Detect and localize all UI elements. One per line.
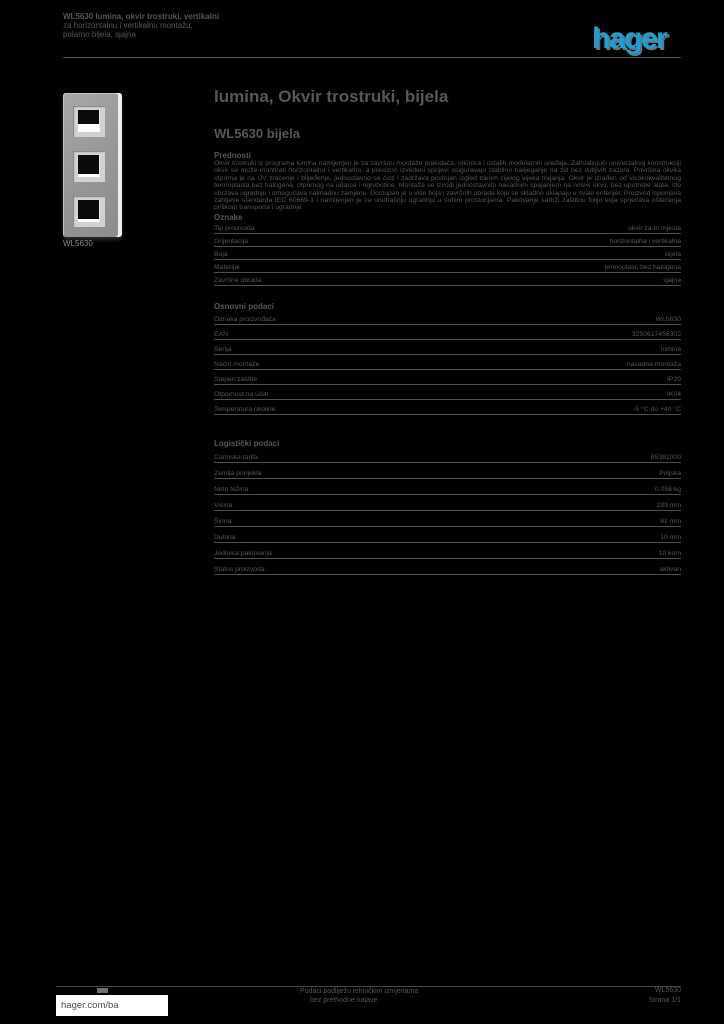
- spec-label: Orijentacija: [214, 238, 248, 245]
- spec-row: Neto težina 0,058 kg: [214, 479, 681, 495]
- spec-row: EAN 3250617456302: [214, 325, 681, 340]
- spec-row: Dubina 10 mm: [214, 527, 681, 543]
- spec-label: Materijal: [214, 264, 240, 271]
- spec-value: 10 kom: [658, 550, 681, 557]
- spec-label: Stepen zaštite: [214, 376, 258, 383]
- spec-row: Status proizvoda aktivan: [214, 559, 681, 575]
- header-line1: WL5630 lumina, okvir trostruki, vertikal…: [63, 12, 220, 21]
- spec-label: Serija: [214, 346, 232, 353]
- spec-row: Način montaže nasadna montaža: [214, 355, 681, 370]
- spec-value: 85381000: [650, 454, 681, 461]
- section-header-logistic-data: Logistički podaci: [214, 439, 280, 448]
- spec-label: Otpornost na udar: [214, 391, 269, 398]
- spec-value: 10 mm: [660, 534, 681, 541]
- header-line2: za horizontalnu i vertikalnu montažu,: [63, 21, 193, 30]
- spec-label: Širina: [214, 518, 232, 525]
- spec-value: WL5630: [655, 316, 681, 323]
- spec-row: Temperatura okoline -5 °C do +40 °C: [214, 400, 681, 415]
- footer-notice-line1: Podaci podliježu tehničkim izmjenama: [300, 988, 419, 995]
- header-divider: [63, 57, 681, 58]
- spec-row: Završna obrada sjajna: [214, 273, 681, 286]
- spec-label: Dubina: [214, 534, 236, 541]
- frame-window-1: [73, 106, 105, 137]
- spec-row: Stepen zaštite IP20: [214, 370, 681, 385]
- footer-notice-line2: bez prethodne najave: [310, 996, 378, 1004]
- frame-window-opening: [78, 110, 100, 132]
- spec-value: sjajna: [663, 277, 681, 284]
- spec-value: aktivan: [659, 566, 681, 573]
- frame-window-2: [73, 151, 105, 182]
- section-header-benefits: Prednosti: [214, 151, 251, 160]
- spec-row: Serija lumina: [214, 340, 681, 355]
- spec-value: IP20: [667, 376, 681, 383]
- spec-row: Širina 81 mm: [214, 511, 681, 527]
- spec-value: termoplast, bez halogena: [604, 264, 681, 271]
- spec-value: 233 mm: [656, 502, 681, 509]
- spec-value: bijela: [665, 251, 681, 258]
- spec-label: Zemlja porijekla: [214, 470, 262, 477]
- spec-label: Završna obrada: [214, 277, 262, 284]
- header-product-reference: WL5630 lumina, okvir trostruki, vertikal…: [63, 12, 263, 39]
- spec-label: Boja: [214, 251, 228, 258]
- footer-page-info: WL5630 Strana 1/1: [649, 986, 681, 1006]
- spec-row: Jedinica pakovanja 10 kom: [214, 543, 681, 559]
- spec-value: Poljska: [659, 470, 681, 477]
- spec-row: Visina 233 mm: [214, 495, 681, 511]
- frame-window-opening: [78, 155, 100, 177]
- footer-page-number: Strana 1/1: [648, 997, 681, 1004]
- spec-label: Način montaže: [214, 361, 260, 368]
- spec-value: 81 mm: [660, 518, 681, 525]
- spec-label: EAN: [214, 331, 228, 338]
- spec-value: 3250617456302: [631, 331, 681, 338]
- product-image: [63, 93, 122, 237]
- spec-label: Oznaka proizvođača: [214, 316, 276, 323]
- footer-divider: [56, 986, 681, 987]
- spec-value: nasadna montaža: [626, 361, 681, 368]
- footer-website-link[interactable]: hager.com/ba: [61, 1000, 119, 1011]
- spec-label: Carinska tarifa: [214, 454, 258, 461]
- spec-value: 0,058 kg: [654, 486, 681, 493]
- footer-mark: [97, 988, 108, 993]
- spec-value: lumina: [660, 346, 681, 353]
- spec-row: Orijentacija horizontalna i vertikalna: [214, 234, 681, 247]
- spec-value: -5 °C do +40 °C: [633, 406, 681, 413]
- spec-value: IK04: [667, 391, 681, 398]
- spec-row: Boja bijela: [214, 247, 681, 260]
- spec-value: horizontalna i vertikalna: [609, 238, 681, 245]
- page-title: lumina, Okvir trostruki, bijela: [214, 87, 449, 106]
- footer-reference: WL5630: [654, 987, 681, 994]
- product-description: Okvir trostruki iz programa lumina namij…: [214, 160, 681, 212]
- footer-notice: Podaci podliježu tehničkim izmjenama bez…: [300, 988, 418, 1005]
- section-header-markings: Oznake: [214, 213, 243, 222]
- spec-label: Status proizvoda: [214, 566, 265, 573]
- hager-logo: hager: [592, 22, 668, 55]
- spec-row: Zemlja porijekla Poljska: [214, 463, 681, 479]
- spec-value: okvir za tri mjesta: [628, 225, 681, 232]
- frame-window-opening: [78, 200, 100, 222]
- spec-row: Materijal termoplast, bez halogena: [214, 260, 681, 273]
- spec-row: Oznaka proizvođača WL5630: [214, 310, 681, 325]
- header-line3: polarno bijela, sjajna: [63, 30, 136, 39]
- spec-label: Jedinica pakovanja: [214, 550, 272, 557]
- product-reference-subtitle: WL5630 bijela: [214, 126, 300, 141]
- spec-label: Tip proizvoda: [214, 225, 255, 232]
- spec-row: Tip proizvoda okvir za tri mjesta: [214, 221, 681, 234]
- spec-label: Temperatura okoline: [214, 406, 276, 413]
- spec-label: Neto težina: [214, 486, 249, 493]
- spec-row: Otpornost na udar IK04: [214, 385, 681, 400]
- spec-row: Carinska tarifa 85381000: [214, 447, 681, 463]
- footer-link-box: hager.com/ba: [56, 995, 168, 1016]
- product-image-caption: WL5630: [63, 239, 93, 248]
- frame-window-3: [73, 196, 105, 227]
- section-header-basic-data: Osnovni podaci: [214, 302, 275, 311]
- spec-label: Visina: [214, 502, 233, 509]
